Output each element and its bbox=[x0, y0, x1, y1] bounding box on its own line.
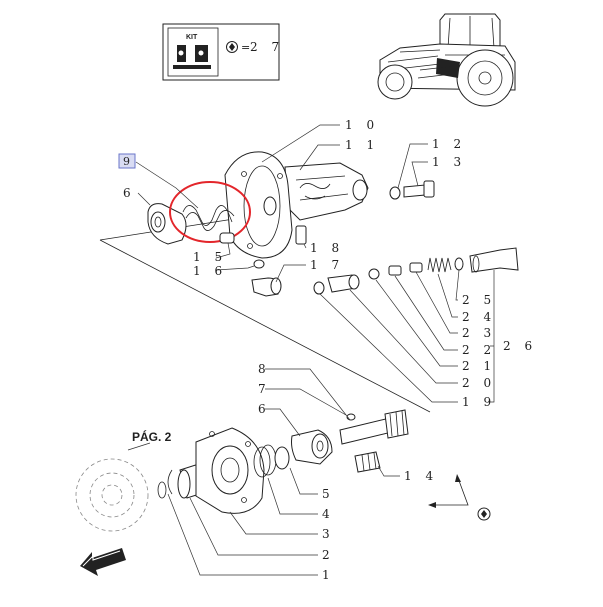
ref-arrow-icon bbox=[226, 41, 238, 53]
gear-ghost bbox=[75, 458, 149, 532]
callout-9: 9 bbox=[123, 155, 130, 168]
part-6-upper-fitting bbox=[147, 203, 187, 245]
callout-3: 3 bbox=[322, 527, 335, 541]
kit-label: KIT bbox=[186, 34, 198, 41]
part-9-spring-clip bbox=[182, 205, 235, 231]
callout-7: 7 bbox=[258, 382, 271, 396]
part-21-washer bbox=[368, 268, 380, 280]
callout-10: 1 0 bbox=[345, 118, 379, 132]
callout-5: 5 bbox=[322, 487, 335, 501]
part-19-o-ring bbox=[313, 281, 325, 295]
leader-lines bbox=[127, 124, 495, 576]
callout-16: 1 6 bbox=[193, 264, 227, 278]
callout-24: 2 4 bbox=[462, 310, 496, 324]
part-22-spacer bbox=[388, 265, 402, 276]
part-13-bolt bbox=[403, 180, 435, 198]
callout-22: 2 2 bbox=[462, 343, 496, 357]
part-1-snap-ring bbox=[167, 469, 173, 495]
part-24-spring bbox=[427, 257, 452, 273]
callout-12: 1 2 bbox=[432, 137, 466, 151]
part-18-nipple bbox=[295, 225, 307, 245]
callout-26: 2 6 bbox=[503, 339, 537, 353]
callout-1: 1 bbox=[322, 568, 335, 582]
part-20-plug bbox=[327, 274, 360, 293]
part-12-washer bbox=[389, 186, 401, 200]
callout-2: 2 bbox=[322, 548, 335, 562]
callout-11: 1 1 bbox=[345, 138, 379, 152]
callout-14: 1 4 bbox=[404, 469, 438, 483]
callout-6-lower: 6 bbox=[258, 402, 271, 416]
part-15-pin bbox=[219, 232, 235, 244]
kit-ref-number: 2 7 bbox=[250, 40, 284, 54]
bearing-ring bbox=[157, 481, 167, 499]
orientation-arrow-icon bbox=[80, 548, 126, 576]
pipe-line bbox=[299, 183, 331, 200]
part-25-washer bbox=[454, 257, 464, 271]
callout-15: 1 5 bbox=[193, 250, 227, 264]
part-5-o-ring bbox=[274, 446, 290, 470]
part-23-valve bbox=[409, 262, 423, 273]
highlight-circle bbox=[169, 181, 251, 243]
direction-arrow-icon bbox=[428, 474, 491, 521]
part-6-lower-fitting bbox=[291, 429, 333, 465]
page-reference: PÁG. 2 bbox=[132, 429, 172, 444]
callout-21: 2 1 bbox=[462, 359, 496, 373]
part-7-pin bbox=[346, 413, 356, 421]
callout-13: 1 3 bbox=[432, 155, 466, 169]
callout-17: 1 7 bbox=[310, 258, 344, 272]
part-11-housing bbox=[284, 162, 369, 221]
callout-19: 1 9 bbox=[462, 395, 496, 409]
callout-18: 1 8 bbox=[310, 241, 344, 255]
part-3-pump-flange bbox=[195, 427, 265, 514]
callout-25: 2 5 bbox=[462, 293, 496, 307]
callout-23: 2 3 bbox=[462, 326, 496, 340]
tractor-illustration bbox=[377, 13, 516, 107]
callout-8: 8 bbox=[258, 362, 271, 376]
callout-6-upper: 6 bbox=[123, 186, 136, 200]
part-26-cap bbox=[469, 247, 519, 273]
kit-equals: = bbox=[241, 41, 250, 54]
callout-9-tag: 9 bbox=[118, 153, 136, 169]
callout-4: 4 bbox=[322, 507, 335, 521]
part-8-drive-shaft bbox=[339, 409, 409, 445]
kit-box: KIT = 2 7 bbox=[162, 23, 284, 81]
part-14-gear bbox=[354, 451, 381, 473]
part-16-washer bbox=[253, 259, 265, 269]
callout-20: 2 0 bbox=[462, 376, 496, 390]
kit-parts-icon bbox=[173, 45, 211, 69]
part-17-elbow bbox=[251, 277, 282, 297]
part-10-pump-body bbox=[224, 151, 293, 259]
